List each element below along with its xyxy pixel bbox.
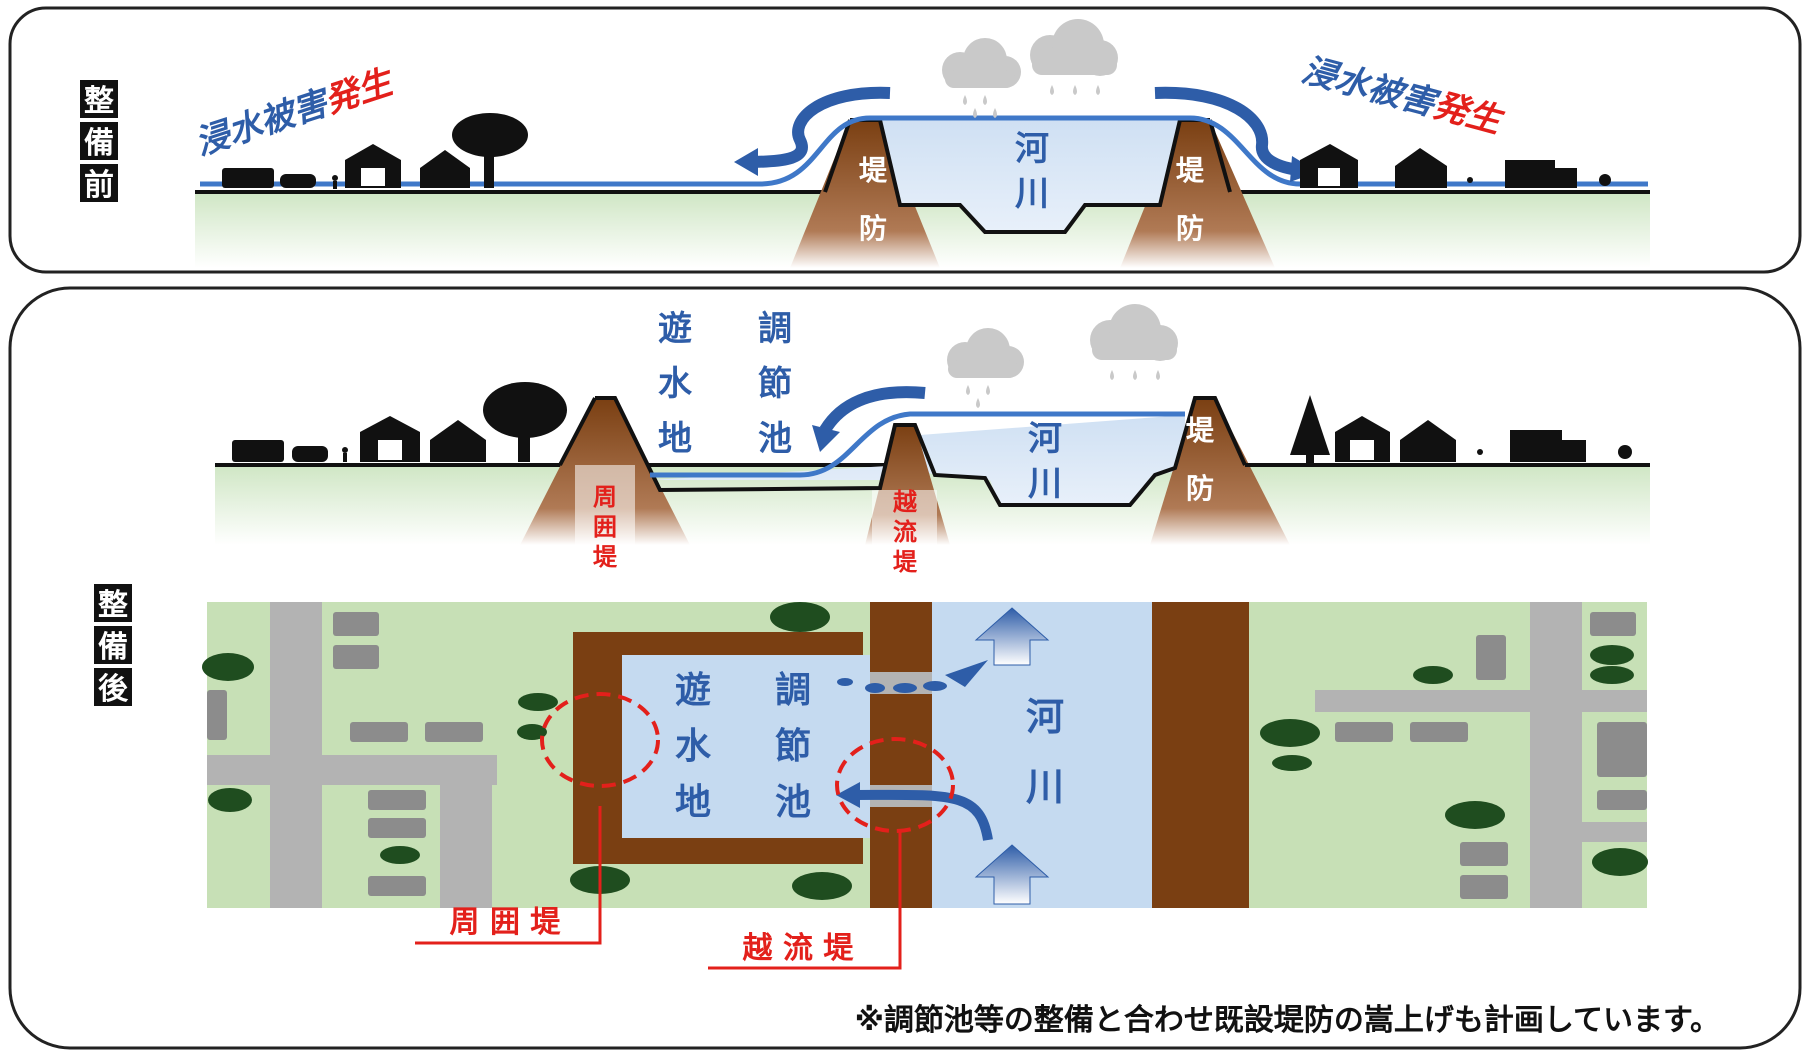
village-right-before: [1300, 144, 1611, 188]
side-label-after-3: 後: [98, 672, 129, 707]
ring-levee-label-3: 堤: [593, 543, 618, 571]
ring-levee-callout: 周 囲 堤: [450, 905, 562, 940]
overflow-levee-highlight-circle: [835, 737, 955, 833]
plan-basin-label-b-1: 調: [775, 670, 811, 711]
plan-view: 遊 水 地 調 節 池 河 川 周 囲 堤 越 流 堤: [202, 602, 1648, 970]
levee-left-label-1: 堤: [859, 154, 888, 187]
river-label-after-1: 河: [1028, 419, 1062, 459]
rain-cloud-icon: [942, 38, 1021, 118]
flood-water-line-before: [200, 115, 1648, 187]
backflow-dots: [837, 678, 947, 693]
ring-levee-highlight-circle: [540, 692, 660, 788]
footnote: ※調節池等の整備と合わせ既設堤防の嵩上げも計画しています。: [855, 1003, 1720, 1038]
overflow-levee-label-2: 流: [893, 518, 917, 546]
levee-right-plan: [1152, 602, 1249, 908]
rain-cloud-icon: [947, 328, 1024, 408]
river-flow-arrow-icon: [974, 844, 1050, 905]
side-label-before-3: 前: [84, 168, 114, 203]
plan-basin-label-b-2: 節: [775, 726, 811, 767]
ring-levee-label-1: 周: [593, 483, 617, 511]
basin-label-a-2: 水: [658, 364, 693, 404]
levee-right-before: [1120, 120, 1275, 268]
overflow-levee-callout-line: [708, 831, 902, 970]
river-label-before-2: 川: [1015, 174, 1049, 214]
river-flow-arrow-icon: [974, 607, 1050, 666]
side-label-before-1: 整: [84, 84, 114, 119]
basin-label-b-2: 節: [758, 364, 792, 404]
village-left-after: [232, 382, 567, 462]
plan-basin-label-a-2: 水: [675, 726, 712, 767]
levee-right-label-2: 防: [1176, 212, 1204, 245]
plan-trees: [202, 602, 1648, 900]
inflow-arrow: [849, 789, 993, 841]
plan-basin-label-a-3: 地: [675, 782, 711, 823]
panel-before: 整 備 前: [8, 6, 1802, 274]
overflow-levee-label-3: 堤: [893, 548, 918, 576]
overflow-arrow-right-before: [1154, 86, 1301, 176]
side-label-before: 整 備 前: [80, 80, 118, 203]
overflow-levee-label-1: 越: [893, 488, 918, 516]
river-plan: [932, 602, 1152, 908]
plan-buildings: [207, 612, 1647, 899]
basin-label-b-1: 調: [758, 309, 792, 349]
basin-label-b-3: 池: [758, 419, 792, 459]
water-surface-after: [650, 411, 1185, 478]
plan-river-label-1: 河: [1026, 695, 1064, 739]
side-label-after-1: 整: [98, 588, 128, 623]
river-label-before-1: 河: [1015, 129, 1049, 169]
plan-river-label-2: 川: [1026, 765, 1064, 809]
river-bed-before: [850, 118, 1210, 234]
levee-right-label-after-1: 堤: [1186, 414, 1215, 447]
overflow-arrow-after: [819, 386, 926, 434]
side-label-after: 整 備 後: [94, 584, 132, 707]
retarding-basin-plan: [622, 655, 870, 838]
plan-basin-label-b-3: 池: [775, 782, 811, 823]
village-left-before: [222, 113, 528, 189]
rain-cloud-icon: [1030, 19, 1118, 95]
levee-left-before: [790, 120, 940, 268]
panel-after: 整 備 後: [8, 286, 1802, 1050]
levee-right-label-1: 堤: [1176, 154, 1205, 187]
cross-section-outline: [595, 396, 1247, 507]
backflow-arrow-head: [945, 660, 988, 687]
ring-levee-callout-line: [415, 806, 602, 945]
levee-right-label-after-2: 防: [1186, 472, 1214, 505]
overflow-levee-callout: 越 流 堤: [743, 931, 855, 966]
plan-basin-label-a-1: 遊: [675, 670, 711, 711]
basin-label-a-1: 遊: [658, 309, 692, 349]
rain-cloud-icon: [1090, 304, 1178, 380]
side-label-after-2: 備: [98, 630, 128, 665]
side-label-before-2: 備: [84, 126, 114, 161]
overflow-arrow-left-before: [744, 86, 891, 168]
ring-levee-label-2: 囲: [593, 513, 617, 541]
river-label-after-2: 川: [1028, 464, 1062, 504]
levee-left-label-2: 防: [859, 212, 887, 245]
basin-label-a-3: 地: [658, 419, 692, 459]
village-right-after: [1290, 395, 1632, 463]
